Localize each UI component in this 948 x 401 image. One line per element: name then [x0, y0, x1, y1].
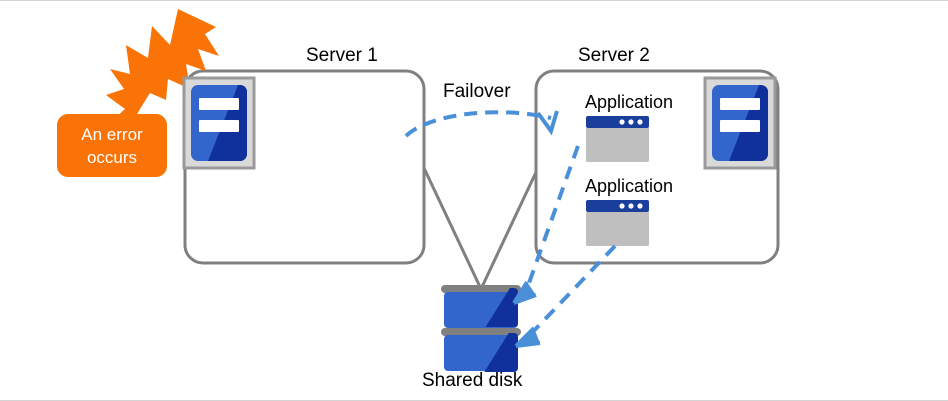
shared-disk-label: Shared disk	[422, 370, 523, 391]
server2-title: Server 2	[578, 45, 650, 66]
application-label-2: Application	[585, 176, 674, 196]
error-burst-icon	[106, 9, 219, 121]
app1-to-disk-arrow	[512, 145, 580, 305]
failover-arrow	[404, 110, 559, 138]
application-window-icon-2	[586, 200, 649, 246]
shared-disk-icon	[441, 285, 521, 372]
server1-icon	[182, 76, 256, 170]
server1-title: Server 1	[306, 45, 378, 66]
error-bubble-line1: An error	[81, 124, 143, 144]
application-label-1: Application	[585, 92, 674, 112]
error-bubble-line2: occurs	[86, 147, 138, 167]
error-bubble: An error occurs	[57, 114, 167, 177]
app2-to-disk-arrow	[514, 244, 617, 348]
server-to-disk-connectors	[422, 167, 540, 290]
failover-label: Failover	[443, 81, 511, 102]
application-window-icon-1	[586, 116, 649, 162]
server2-icon	[703, 76, 777, 170]
